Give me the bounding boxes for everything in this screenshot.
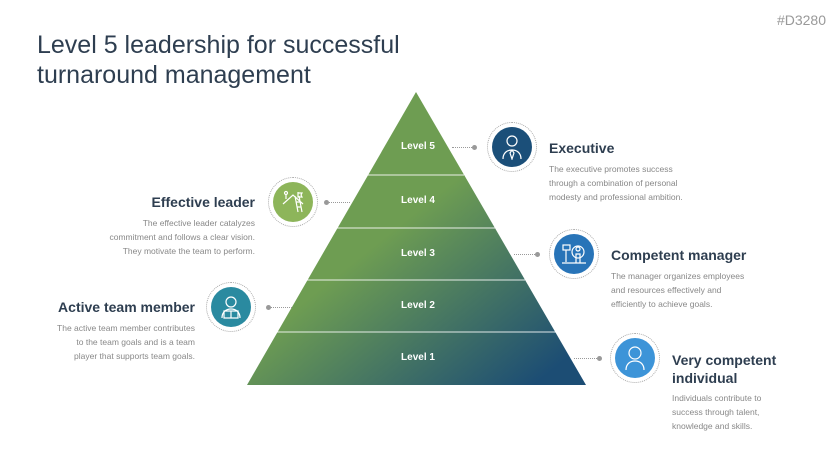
text-line: The manager organizes employees bbox=[611, 271, 745, 281]
ladder-flag-icon bbox=[273, 182, 313, 222]
leader-badge bbox=[268, 177, 318, 227]
person-book-icon bbox=[211, 287, 251, 327]
level-4-label: Level 4 bbox=[401, 195, 435, 206]
person-icon bbox=[615, 338, 655, 378]
executive-title: Executive bbox=[549, 140, 615, 156]
manager-presentation-icon bbox=[554, 234, 594, 274]
text-line: The effective leader catalyzes bbox=[142, 218, 255, 228]
title-line: individual bbox=[672, 370, 738, 386]
connector bbox=[514, 254, 537, 255]
slide-code: #D3280 bbox=[776, 12, 826, 28]
manager-description: The manager organizes employees and resou… bbox=[611, 269, 744, 311]
text-line: and resources effectively and bbox=[611, 285, 722, 295]
businessman-icon bbox=[492, 127, 532, 167]
text-line: success through talent, bbox=[672, 407, 760, 417]
text-line: through a combination of personal bbox=[549, 178, 678, 188]
pyramid-shape bbox=[247, 92, 586, 385]
individual-title: Very competent individual bbox=[672, 351, 776, 387]
title-line: turnaround management bbox=[37, 61, 311, 89]
connector bbox=[268, 307, 292, 308]
text-line: The executive promotes success bbox=[549, 164, 673, 174]
text-line: to the team goals and is a team bbox=[76, 337, 195, 347]
team-member-description: The active team member contributes to the… bbox=[57, 321, 195, 363]
text-line: efficiently to achieve goals. bbox=[611, 299, 713, 309]
text-line: knowledge and skills. bbox=[672, 421, 753, 431]
level-2-label: Level 2 bbox=[401, 300, 435, 311]
individual-badge bbox=[610, 333, 660, 383]
text-line: The active team member contributes bbox=[57, 323, 195, 333]
connector-dot bbox=[535, 252, 540, 257]
level-5-label: Level 5 bbox=[401, 141, 435, 152]
executive-description: The executive promotes success through a … bbox=[549, 162, 683, 204]
text-line: Individuals contribute to bbox=[672, 393, 762, 403]
connector bbox=[452, 147, 474, 148]
connector-dot bbox=[597, 356, 602, 361]
connector-dot bbox=[472, 145, 477, 150]
title-line: Very competent bbox=[672, 352, 777, 368]
team-member-badge bbox=[206, 282, 256, 332]
connector bbox=[574, 358, 599, 359]
level-3-label: Level 3 bbox=[401, 248, 435, 259]
level-1-label: Level 1 bbox=[401, 352, 435, 363]
text-line: player that supports team goals. bbox=[74, 351, 195, 361]
leader-title: Effective leader bbox=[151, 194, 256, 210]
connector-dot bbox=[324, 200, 329, 205]
individual-description: Individuals contribute to success through… bbox=[672, 391, 761, 433]
connector-dot bbox=[266, 305, 271, 310]
manager-badge bbox=[549, 229, 599, 279]
text-line: They motivate the team to perform. bbox=[122, 246, 255, 256]
executive-badge bbox=[487, 122, 537, 172]
team-member-title: Active team member bbox=[58, 299, 195, 315]
text-line: commitment and follows a clear vision. bbox=[109, 232, 255, 242]
leader-description: The effective leader catalyzes commitment… bbox=[109, 216, 255, 258]
manager-title: Competent manager bbox=[611, 247, 747, 263]
connector bbox=[325, 202, 350, 203]
text-line: modesty and professional ambition. bbox=[549, 192, 683, 202]
title-line: Level 5 leadership for successful bbox=[37, 31, 400, 59]
